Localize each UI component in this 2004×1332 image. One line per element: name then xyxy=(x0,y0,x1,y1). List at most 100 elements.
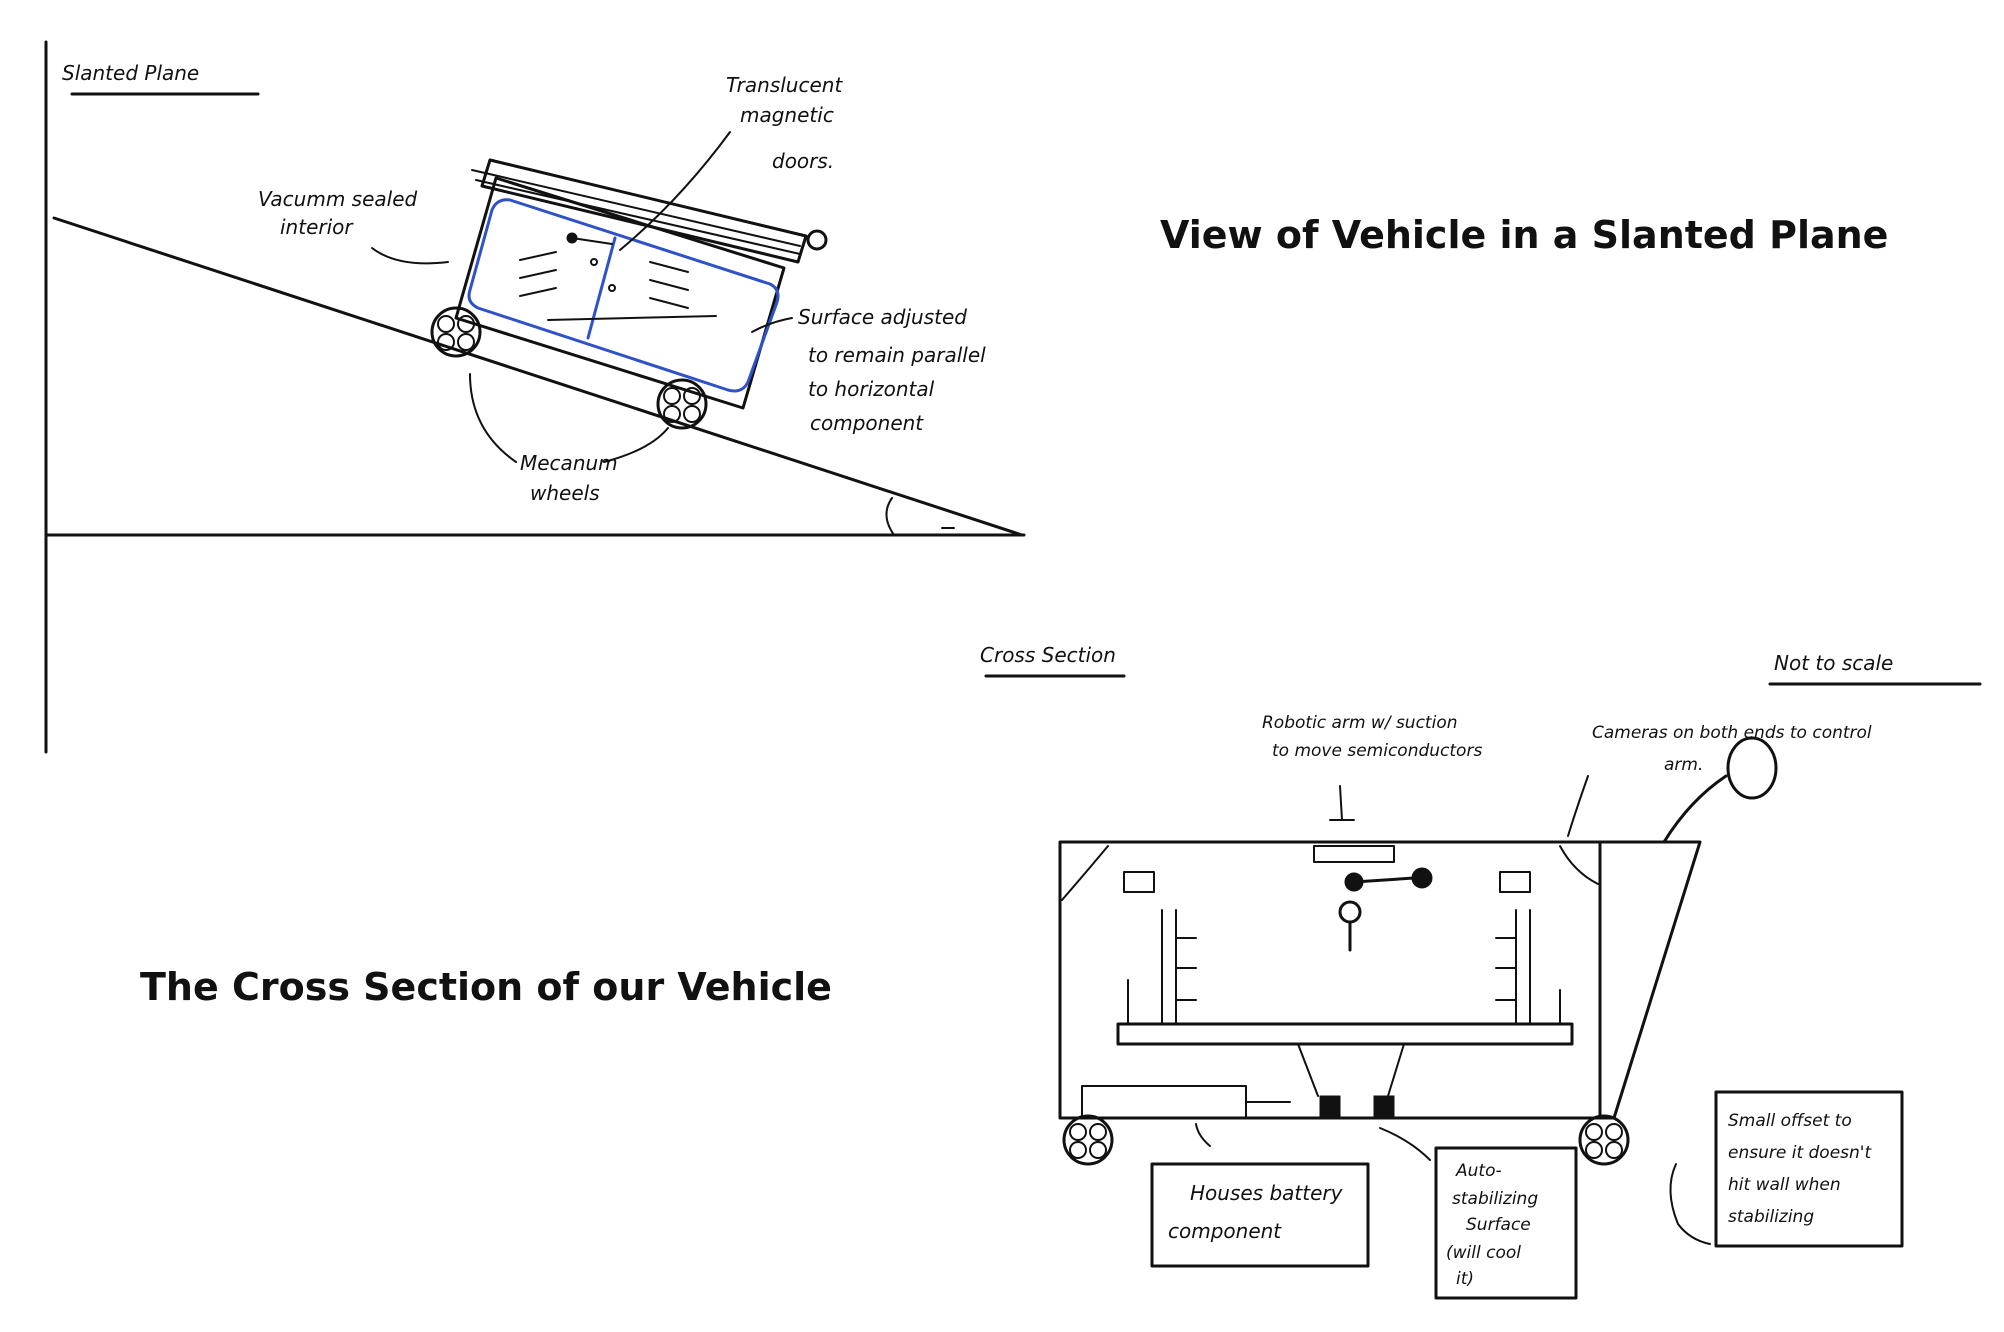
rack-left-shelves xyxy=(1175,937,1197,1001)
svg-text:(will cool: (will cool xyxy=(1446,1243,1521,1263)
arm-segment xyxy=(571,237,613,245)
svg-text:hit wall when: hit wall when xyxy=(1728,1175,1841,1195)
side-wall xyxy=(1598,840,1702,1120)
angle-arc xyxy=(885,497,895,536)
leader-autostab xyxy=(1379,1127,1431,1161)
label-vacuum-interior: Vacumm sealed interior xyxy=(258,187,449,265)
slanted-plane-panel: Slanted Plane xyxy=(44,40,1026,754)
roof-line xyxy=(471,169,801,247)
battery-box xyxy=(1150,1162,1370,1268)
arm-joint-lower xyxy=(1338,900,1362,924)
vehicle-slanted xyxy=(430,158,828,430)
camera-lens xyxy=(1726,736,1778,800)
svg-text:ensure it doesn't: ensure it doesn't xyxy=(1728,1143,1872,1163)
arm-mount xyxy=(1313,845,1395,863)
label-surface-adjusted: Surface adjusted to remain parallel to h… xyxy=(751,305,986,435)
svg-text:Cameras on both ends to contro: Cameras on both ends to control xyxy=(1592,723,1872,743)
shelf-left-1 xyxy=(519,251,557,261)
stabilized-platform xyxy=(1116,1022,1574,1046)
svg-text:Houses battery: Houses battery xyxy=(1190,1181,1344,1205)
label-robotic-arm: Robotic arm w/ suction to move semicondu… xyxy=(1262,713,1482,821)
heading-slanted-view: View of Vehicle in a Slanted Plane xyxy=(1160,213,1888,257)
heading-cross-section: The Cross Section of our Vehicle xyxy=(140,965,832,1009)
offset-box xyxy=(1714,1090,1904,1248)
svg-text:stabilizing: stabilizing xyxy=(1728,1207,1814,1227)
svg-text:it): it) xyxy=(1456,1269,1474,1289)
shelf-right-1 xyxy=(649,261,689,273)
rack-right xyxy=(1515,909,1531,1025)
svg-text:to horizontal: to horizontal xyxy=(808,377,935,401)
roof-knob xyxy=(806,229,828,251)
svg-text:Surface adjusted: Surface adjusted xyxy=(798,305,967,329)
stabilizer-legs xyxy=(1297,1043,1405,1097)
svg-text:stabilizing: stabilizing xyxy=(1452,1189,1538,1209)
shelf-right-2 xyxy=(649,279,689,291)
corner-brace-right xyxy=(1559,845,1599,885)
label-battery: Houses battery component xyxy=(1150,1123,1370,1268)
slanted-title: Slanted Plane xyxy=(62,61,199,85)
svg-text:Translucent: Translucent xyxy=(726,73,843,97)
svg-text:component: component xyxy=(1168,1219,1282,1243)
wheel-rear xyxy=(656,378,708,430)
svg-text:magnetic: magnetic xyxy=(740,103,834,127)
vehicle-body xyxy=(454,176,786,410)
leader-doors xyxy=(619,131,731,251)
leader-battery xyxy=(1195,1123,1211,1147)
level-surface xyxy=(547,315,717,321)
vehicle-body-cross xyxy=(1058,840,1602,1120)
wheel-cross-right xyxy=(1578,1114,1630,1166)
leader-wheel-rear xyxy=(603,427,669,463)
shelf-right-3 xyxy=(649,297,689,309)
cross-title: Cross Section xyxy=(980,643,1116,667)
label-autostabilizing: Auto- stabilizing Surface (will cool it) xyxy=(1379,1127,1578,1300)
camera-mount xyxy=(1662,774,1728,844)
wheel-cross-left xyxy=(1062,1114,1114,1166)
autostab-box xyxy=(1434,1146,1578,1300)
svg-text:to remain parallel: to remain parallel xyxy=(808,343,986,367)
shelf-left-2 xyxy=(519,269,557,279)
svg-text:Small offset to: Small offset to xyxy=(1728,1111,1852,1131)
camera-left xyxy=(1123,871,1155,893)
incline-line xyxy=(52,216,1024,537)
label-small-offset: Small offset to ensure it doesn't hit wa… xyxy=(1669,1090,1904,1248)
leader-arm xyxy=(1329,785,1355,821)
svg-text:Vacumm sealed: Vacumm sealed xyxy=(258,187,417,211)
svg-text:component: component xyxy=(810,411,924,435)
leader-offset xyxy=(1669,1163,1711,1245)
leader-surface xyxy=(751,317,793,333)
leader-vacuum xyxy=(371,247,449,265)
svg-text:doors.: doors. xyxy=(772,149,834,173)
door-magnet-1 xyxy=(590,258,598,266)
rack-right-shelves xyxy=(1495,937,1517,1001)
svg-text:Robotic arm w/ suction: Robotic arm w/ suction xyxy=(1262,713,1458,733)
camera-right xyxy=(1499,871,1531,893)
actuator-left xyxy=(1319,1095,1341,1117)
door-magnet-2 xyxy=(608,284,616,292)
suction-head xyxy=(1411,867,1433,889)
door-split-line xyxy=(586,236,617,340)
translucent-door-outline xyxy=(467,198,780,393)
label-translucent-doors: Translucent magnetic doors. xyxy=(619,73,843,251)
svg-text:interior: interior xyxy=(280,215,354,239)
label-cameras: Cameras on both ends to control arm. xyxy=(1567,723,1872,837)
leader-cameras xyxy=(1567,775,1589,837)
actuator-right xyxy=(1373,1095,1395,1117)
svg-text:to move semiconductors: to move semiconductors xyxy=(1272,741,1482,761)
svg-text:Surface: Surface xyxy=(1466,1215,1531,1235)
svg-text:arm.: arm. xyxy=(1664,755,1703,775)
cross-section-panel: Cross Section Not to scale xyxy=(980,643,1982,1300)
scale-note: Not to scale xyxy=(1774,651,1893,675)
svg-text:Auto-: Auto- xyxy=(1455,1161,1502,1181)
rack-left xyxy=(1161,909,1177,1025)
vehicle-roof xyxy=(480,158,808,264)
svg-text:Mecanum: Mecanum xyxy=(520,451,618,475)
label-mecanum-wheels: Mecanum wheels xyxy=(469,373,669,505)
leader-wheel-front xyxy=(469,373,517,463)
roof-line-2 xyxy=(475,179,801,255)
corner-brace-left xyxy=(1061,845,1109,901)
shelf-left-3 xyxy=(519,287,557,297)
arm-segment-upper xyxy=(1352,876,1416,884)
battery-compartment xyxy=(1081,1085,1247,1119)
wheel-front xyxy=(430,306,482,358)
